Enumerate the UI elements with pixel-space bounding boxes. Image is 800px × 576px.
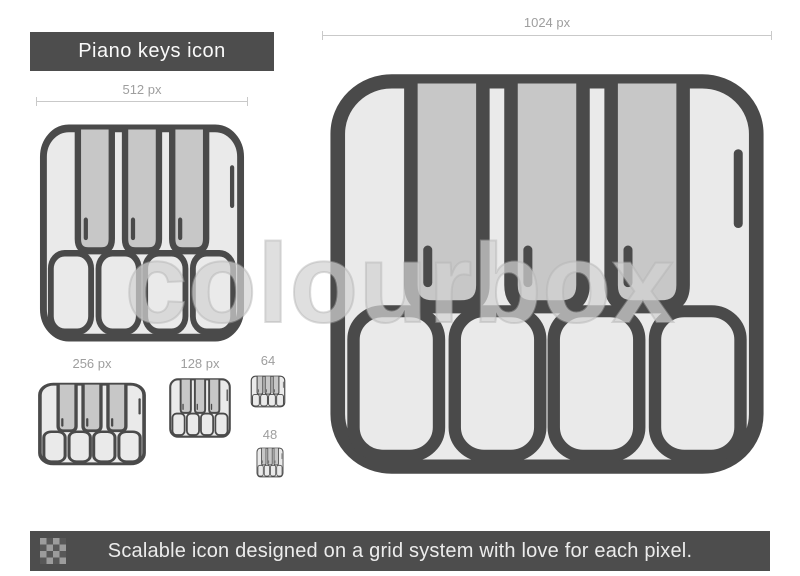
dimension-line-512 <box>36 97 248 106</box>
dimension-tick-icon <box>247 97 248 106</box>
page-title: Piano keys icon <box>78 40 226 62</box>
footer-bar: Scalable icon designed on a grid system … <box>30 531 770 571</box>
piano-keys-icon-256 <box>38 382 146 466</box>
dimension-line-1024 <box>322 31 772 40</box>
checkerboard-logo-icon <box>40 538 66 564</box>
dimension-label-64: 64 <box>260 353 276 368</box>
dimension-label-512: 512 px <box>122 82 162 97</box>
dimension-label-128: 128 px <box>180 356 220 371</box>
piano-keys-icon-512 <box>36 120 248 346</box>
dimension-tick-icon <box>36 97 37 106</box>
dimension-label-48: 48 <box>262 427 278 442</box>
footer-tagline: Scalable icon designed on a grid system … <box>107 539 693 562</box>
piano-keys-icon-64 <box>250 375 286 408</box>
dimension-label-1024: 1024 px <box>523 15 571 30</box>
piano-keys-icon-48 <box>256 447 284 478</box>
dimension-tick-icon <box>322 31 323 40</box>
dimension-tick-icon <box>771 31 772 40</box>
piano-keys-icon-128 <box>169 378 231 438</box>
dimension-label-256: 256 px <box>72 356 112 371</box>
title-bar: Piano keys icon <box>30 32 274 71</box>
piano-keys-icon-1024 <box>322 66 772 482</box>
